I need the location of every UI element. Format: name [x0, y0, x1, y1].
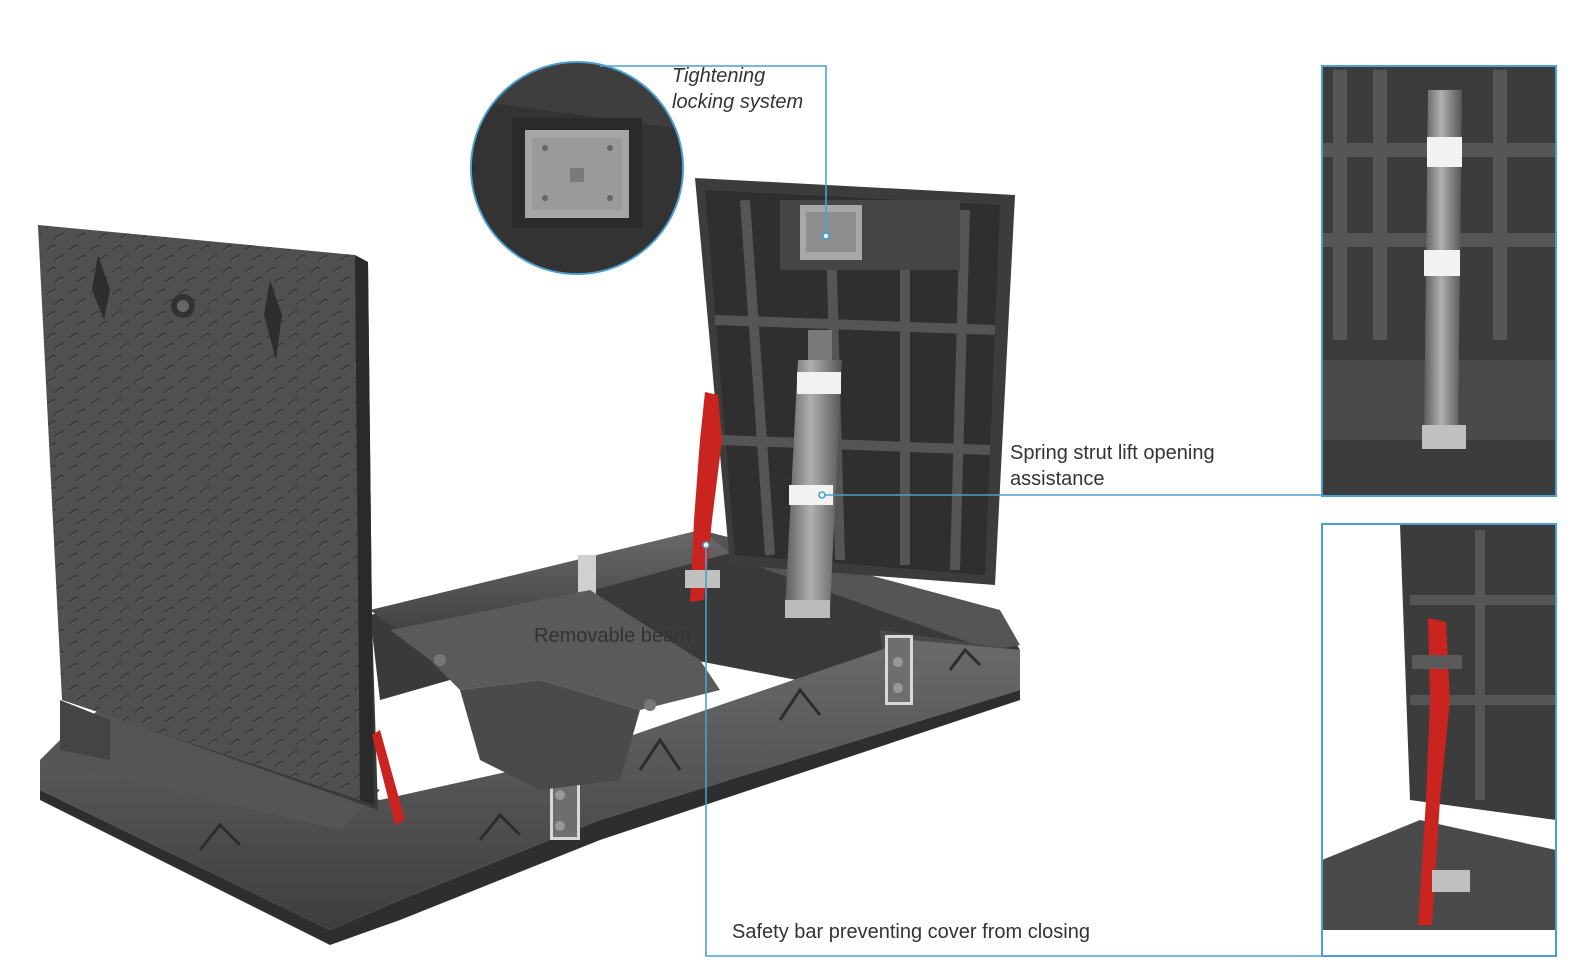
removable-beam: [390, 590, 720, 790]
spring-strut: [785, 330, 842, 618]
tightening-label-line1: Tightening: [672, 65, 766, 87]
safety-bar: [685, 392, 722, 602]
safety-bar-label-text: Safety bar preventing cover from closing: [732, 921, 1090, 943]
safety-bar-label: Safety bar preventing cover from closing: [732, 919, 1090, 945]
removable-beam-label-text: Removable beam: [534, 625, 691, 647]
left-cover-open: [38, 225, 405, 825]
spring-strut-label-line2: assistance: [1010, 468, 1105, 490]
spring-strut-detail-panel: [1321, 65, 1557, 497]
safety-bar-detail-panel: [1321, 523, 1557, 957]
tightening-label-line2: locking system: [672, 91, 804, 113]
tightening-locking-system-label: Tightening locking system: [672, 63, 803, 115]
access-cover-assembly: [38, 178, 1020, 945]
spring-strut-label-line1: Spring strut lift opening: [1010, 442, 1215, 464]
spring-strut-label: Spring strut lift opening assistance: [1010, 440, 1215, 492]
right-cover-open: [695, 178, 1015, 585]
callout-lines: [600, 65, 1322, 957]
locking-system-zoom: [470, 61, 684, 275]
removable-beam-label: Removable beam: [534, 623, 691, 649]
callout-line-safety-bar: [705, 545, 1322, 957]
callout-line-tightening: [600, 65, 827, 236]
